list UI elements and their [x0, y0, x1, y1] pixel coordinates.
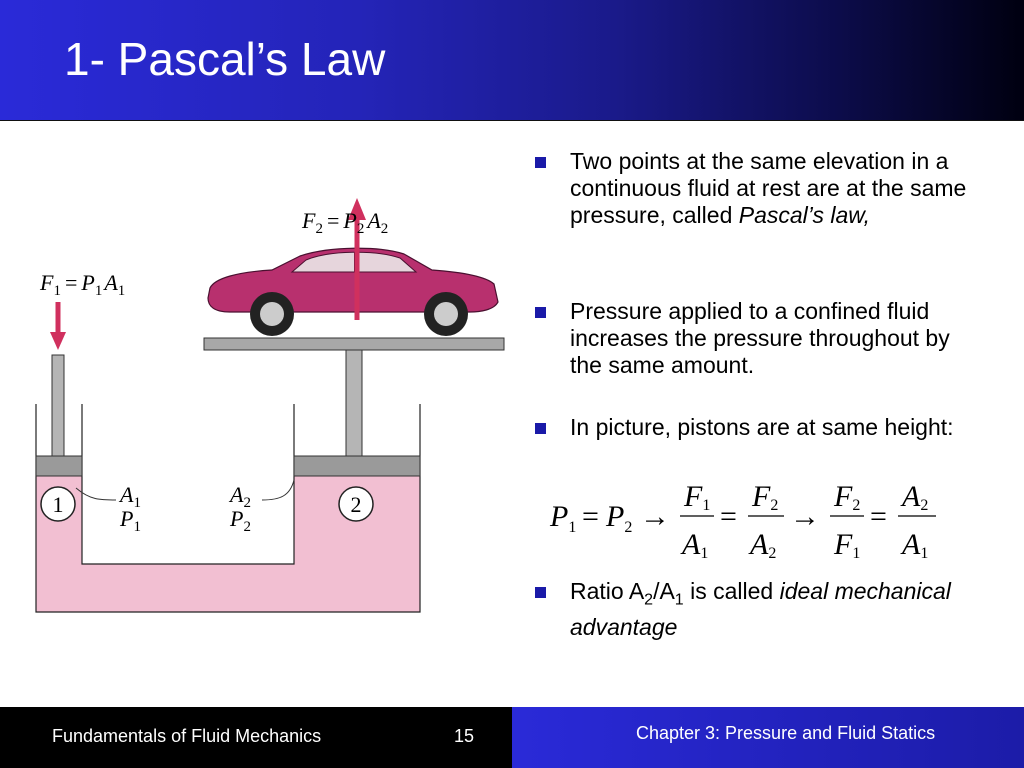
bullet-square-icon	[535, 157, 546, 168]
p1-label: P1	[119, 506, 141, 535]
eq-equals-3: =	[870, 500, 887, 533]
page-number: 15	[454, 726, 475, 746]
bullet-text: Pressure applied to a confined fluid inc…	[570, 298, 950, 378]
eq-p1: P1	[549, 500, 576, 536]
footer-right: Chapter 3: Pressure and Fluid Statics	[512, 707, 1024, 768]
eq-equals-1: =	[582, 500, 599, 533]
eq-f1b: F1	[833, 528, 860, 562]
point-1-label: 1	[53, 492, 64, 517]
point-2-label: 2	[351, 492, 362, 517]
f2-arrowhead	[348, 198, 366, 220]
car	[207, 247, 499, 336]
leader-a1	[75, 487, 117, 501]
footer-left: Fundamentals of Fluid Mechanics 15	[0, 707, 512, 768]
small-piston-plate	[35, 455, 83, 477]
bullet-square-icon	[535, 423, 546, 434]
fluid	[36, 476, 420, 612]
bullet-square-icon	[535, 587, 546, 598]
bullet-same-height: In picture, pistons are at same height:	[535, 414, 975, 441]
a2-label: A2	[228, 482, 251, 511]
eq-a2: A2	[748, 528, 776, 562]
eq-arrow-2: →	[790, 500, 820, 533]
a1-label: A1	[118, 482, 141, 511]
leader-a2	[261, 479, 295, 501]
bullet-square-icon	[535, 307, 546, 318]
large-piston-plate	[293, 455, 421, 477]
eq-equals-2: =	[720, 500, 737, 533]
pascal-equation: P1 = P2 → F1 A1 = F2 A2 → F2 F1 = A2 A1	[549, 480, 936, 562]
large-piston-rod	[345, 349, 363, 457]
eq-f2: F2	[751, 480, 778, 514]
small-piston-rod	[51, 354, 65, 457]
slide-title: 1- Pascal’s Law	[64, 33, 386, 85]
f1-arrowhead	[50, 332, 66, 350]
eq-a1: A1	[680, 528, 708, 562]
p2-label: P2	[229, 506, 251, 535]
eq-f2b: F2	[833, 480, 860, 514]
eq-p2: P2	[605, 500, 632, 536]
point-1-marker	[40, 486, 76, 522]
title-bar: 1- Pascal’s Law	[0, 0, 1024, 121]
f1-formula: F1=P1A1	[39, 270, 125, 299]
container-wall	[35, 404, 421, 613]
footer-chapter-title: Chapter 3: Pressure and Fluid Statics	[636, 723, 936, 743]
bullet-text: In picture, pistons are at same height:	[570, 414, 954, 440]
bullet-text: Two points at the same elevation in a co…	[570, 148, 967, 228]
bullet-text: Ratio A2/A1 is called ideal mechanical a…	[570, 578, 951, 640]
bullet-confined-fluid: Pressure applied to a confined fluid inc…	[535, 298, 975, 379]
bullet-pascals-law: Two points at the same elevation in a co…	[535, 148, 975, 229]
footer-course-title: Fundamentals of Fluid Mechanics	[52, 726, 322, 746]
eq-a1b: A1	[900, 528, 928, 562]
eq-arrow-1: →	[640, 500, 670, 533]
eq-a2b: A2	[900, 480, 928, 514]
point-2-marker	[338, 486, 374, 522]
platform	[203, 337, 505, 351]
eq-f1: F1	[683, 480, 710, 514]
bullet-mechanical-advantage: Ratio A2/A1 is called ideal mechanical a…	[535, 578, 975, 641]
